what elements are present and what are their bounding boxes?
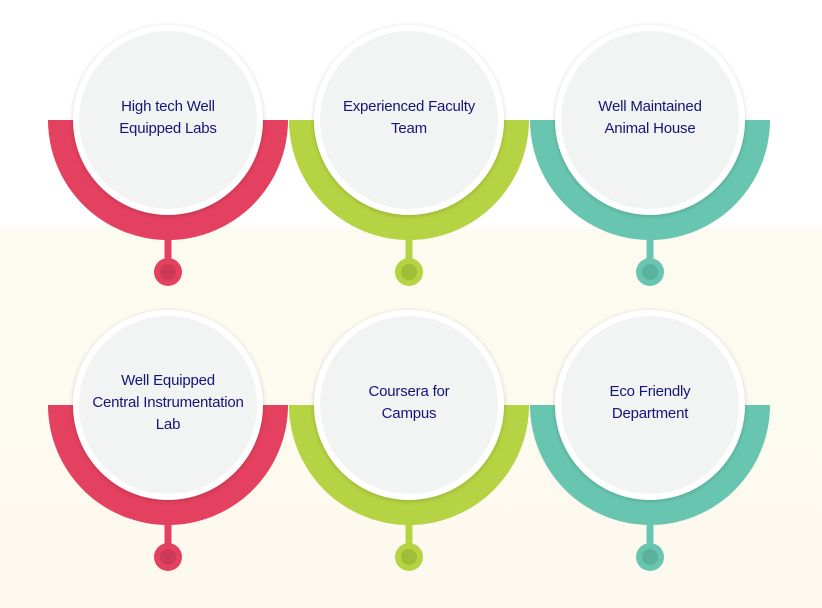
item-label-line: Department (611, 405, 689, 422)
circle-fill (320, 31, 498, 209)
connector-stem (646, 521, 654, 547)
connector-dot-inner (160, 264, 176, 280)
connector-dot-inner (642, 549, 658, 565)
item-label-line: Experienced Faculty (342, 98, 476, 115)
item-label-line: Well Maintained (598, 98, 702, 115)
connector-dot-inner (401, 549, 417, 565)
connector-dot-inner (401, 264, 417, 280)
item-label-line: Central Instrumentation (92, 394, 244, 411)
circle-fill (79, 31, 257, 209)
item-label-line: Equipped Labs (119, 120, 217, 137)
half-ring (530, 405, 770, 525)
item-label-line: Animal House (604, 120, 696, 137)
item-label-line: Eco Friendly (609, 383, 691, 400)
circle-fill (320, 316, 498, 494)
circle-fill (79, 316, 257, 494)
circle-fill (561, 316, 739, 494)
item-label-line: Team (391, 120, 427, 137)
item-label-line: High tech Well (121, 98, 215, 115)
item-label-line: Lab (155, 416, 181, 433)
connector-stem (164, 236, 172, 262)
item-label-line: Well Equipped (121, 372, 215, 389)
connector-stem (405, 236, 413, 262)
half-ring (48, 120, 288, 240)
half-ring (289, 405, 529, 525)
connector-stem (164, 521, 172, 547)
item-label-line: Campus (381, 405, 437, 422)
circle-fill (561, 31, 739, 209)
item-label-line: Coursera for (368, 383, 450, 400)
half-ring (289, 120, 529, 240)
connector-stem (405, 521, 413, 547)
half-ring (48, 405, 288, 525)
connector-stem (646, 236, 654, 262)
half-ring (530, 120, 770, 240)
connector-dot-inner (642, 264, 658, 280)
connector-dot-inner (160, 549, 176, 565)
